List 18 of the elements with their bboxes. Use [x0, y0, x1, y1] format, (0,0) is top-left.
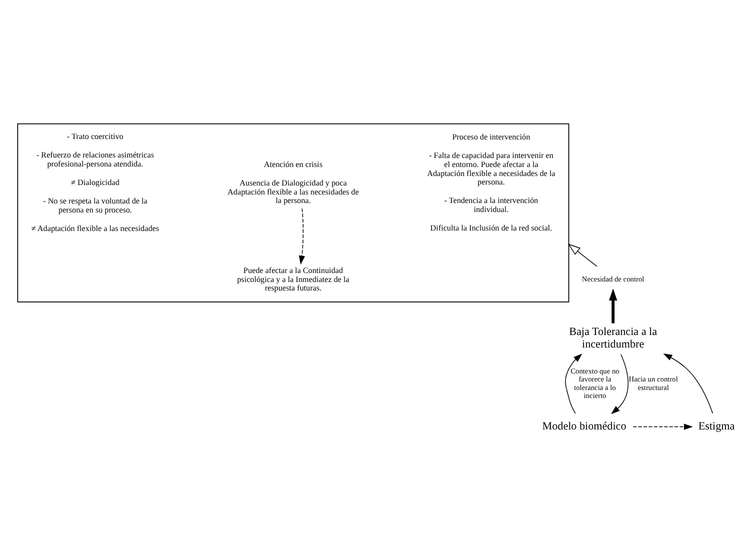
arrow — [663, 354, 714, 414]
edge-label: Hacia un control estructural — [628, 374, 678, 392]
node-text: Baja Tolerancia a la incertidumbre — [569, 326, 658, 351]
arrow — [565, 354, 582, 414]
node-text: Modelo biomédico — [542, 420, 626, 432]
node-text: Atención en crisis Ausencia de Dialogicidad y poca Adaptación flexible a las necesidades de la persona. — [228, 160, 359, 206]
node-text: Proceso de intervención - Falta de capacidad para intervenir en el entorno. Puede afectar a la Adaptación flexible a necesidades de la persona. - Tendencia a la intervención individual. Dificulta la Inclusión de la red social. — [427, 132, 556, 232]
node-text: Necesidad de control — [582, 274, 644, 284]
edge-label: Contexto que no favorece la tolerancia a lo incierto — [570, 366, 620, 400]
arrow — [611, 354, 628, 414]
node-text: - Trato coercitivo - Refuerzo de relaciones asimétricas profesional-persona atendida. ≠ Dialogicidad - No se respeta la voluntad de la persona en su proceso. ≠ Adaptación flexible a las necesidades — [31, 132, 160, 233]
node-text: Puede afectar a la Continuidad psicológica y a la Inmediatez de la respuesta futuras. — [237, 266, 350, 293]
arrow — [608, 288, 618, 324]
node-text: Estigma — [698, 420, 735, 432]
arrow — [298, 208, 305, 265]
cluster — [17, 123, 570, 302]
arrow — [632, 424, 693, 430]
arrow — [568, 244, 598, 267]
